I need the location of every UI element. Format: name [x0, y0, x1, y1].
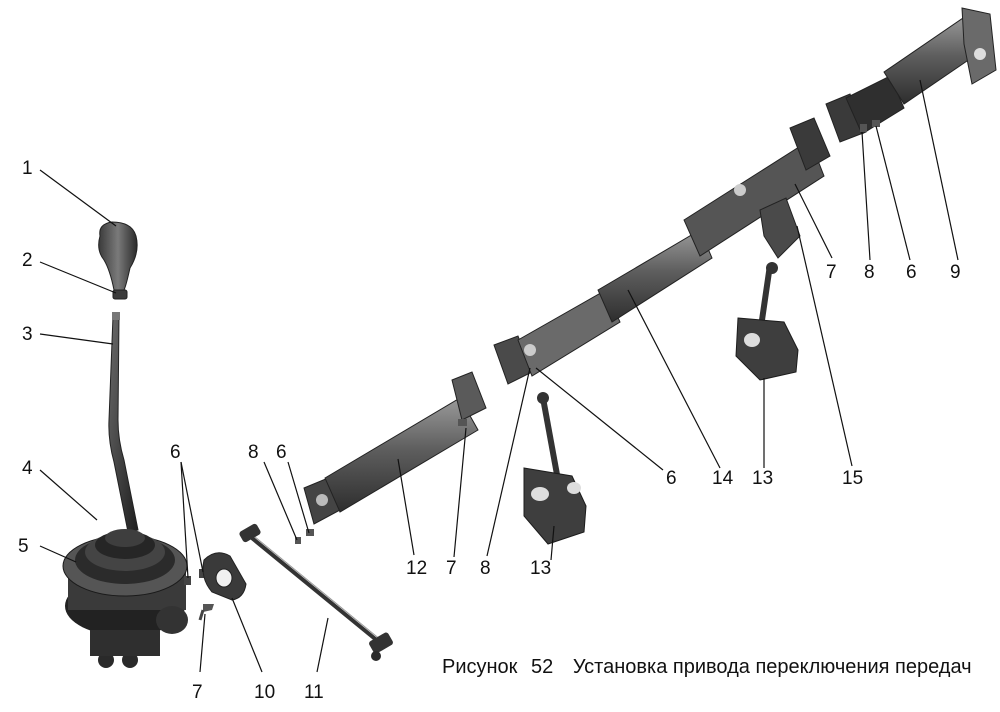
callout-10: 10: [254, 682, 275, 703]
callout-8: 8: [248, 442, 259, 463]
support-bracket-lower: [523, 392, 587, 545]
main-shaft-14: [493, 117, 831, 385]
callout-12: 12: [406, 558, 427, 579]
lever-housing: [62, 529, 188, 668]
small-fasteners-left: [295, 529, 314, 544]
callout-7: 7: [826, 262, 837, 283]
callout-6: 6: [666, 468, 677, 489]
shift-lever: [108, 312, 139, 533]
support-bracket-upper: [735, 197, 801, 381]
shift-knob: [98, 221, 138, 291]
shaft-section-12: [303, 371, 487, 525]
knob-bushing: [112, 289, 128, 300]
callout-6: 6: [170, 442, 181, 463]
callout-3: 3: [22, 324, 33, 345]
leader-lines: [39, 79, 959, 673]
callout-7: 7: [192, 682, 203, 703]
callout-14: 14: [712, 468, 734, 489]
callout-5: 5: [18, 536, 29, 557]
link-rod: [239, 523, 393, 661]
callout-15: 15: [842, 468, 863, 489]
callout-9: 9: [950, 262, 961, 283]
bolt-7-upper: [788, 178, 797, 185]
callout-4: 4: [22, 458, 33, 479]
bolt-7-mid: [458, 419, 467, 426]
end-tube-9: [825, 7, 997, 143]
caption-number: 52: [531, 656, 554, 678]
caption-title: Установка привода переключения передач: [572, 656, 972, 678]
flange-plate: [202, 552, 247, 601]
callout-1: 1: [22, 158, 33, 179]
callout-6: 6: [276, 442, 287, 463]
callout-11: 11: [304, 682, 324, 703]
caption-prefix: Рисунок: [442, 656, 518, 678]
callout-2: 2: [22, 250, 33, 271]
callout-6: 6: [906, 262, 917, 283]
callout-labels: 1 2 3 4 5 6 7 10 11 8 6 12 7 8 13 6 14 1…: [18, 158, 961, 703]
figure-caption: Рисунок 52 Установка привода переключени…: [442, 656, 992, 679]
housing-bolts: [184, 569, 214, 621]
callout-13: 13: [530, 558, 551, 579]
callout-8: 8: [864, 262, 875, 283]
callout-13: 13: [752, 468, 773, 489]
callout-8: 8: [480, 558, 491, 579]
callout-7: 7: [446, 558, 457, 579]
